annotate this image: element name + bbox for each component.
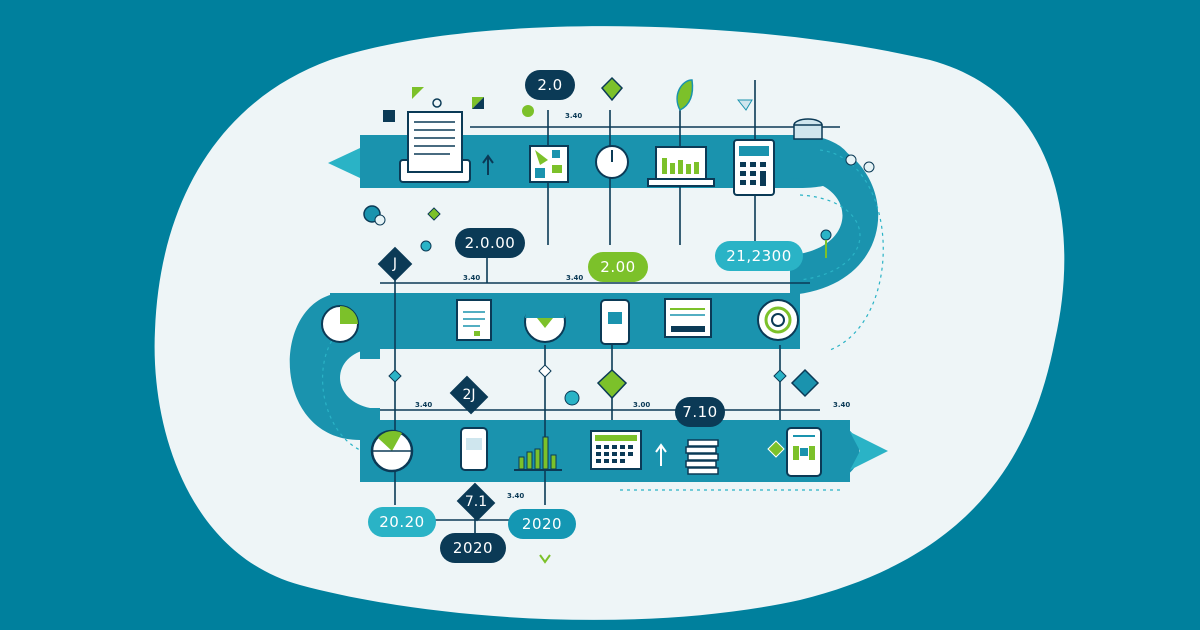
green-diamond-marker-icon bbox=[767, 440, 785, 458]
diamond-label: 7.1 bbox=[464, 494, 488, 510]
tiny-label: 3.40 bbox=[415, 401, 433, 409]
calendar-keyboard-icon bbox=[590, 430, 642, 470]
laptop-bar-chart-icon bbox=[647, 146, 715, 187]
arrow-up-icon-2 bbox=[655, 443, 667, 466]
value-pill-row1-green: 2.00 bbox=[588, 252, 648, 282]
database-stack-icon bbox=[793, 118, 823, 140]
diamond-marker-left: J bbox=[378, 247, 412, 281]
pie-chart-icon bbox=[321, 305, 359, 343]
pie-dial-icon bbox=[524, 298, 566, 343]
donut-target-icon bbox=[757, 299, 799, 341]
dashboard-board-icon bbox=[529, 145, 569, 183]
monitor-form-icon bbox=[664, 298, 712, 338]
tiny-label: 3.40 bbox=[833, 401, 851, 409]
tiny-label: 3.40 bbox=[463, 274, 481, 282]
smartphone-icon-2 bbox=[460, 427, 488, 471]
clipboard-icon bbox=[456, 299, 492, 341]
calculator-icon bbox=[733, 139, 775, 196]
clock-icon bbox=[595, 145, 629, 179]
arrow-up-icon bbox=[482, 154, 494, 175]
coin-stack-icon bbox=[685, 439, 719, 475]
bar-chart-icon bbox=[514, 436, 562, 471]
value-pill-bottom-right: 2020 bbox=[508, 509, 576, 539]
mobile-app-icon bbox=[786, 427, 822, 477]
tablet-document-icon bbox=[399, 111, 471, 183]
road-row-2 bbox=[289, 293, 800, 440]
tiny-label: 3.40 bbox=[507, 492, 525, 500]
tiny-label: 3.40 bbox=[565, 112, 583, 120]
tiny-label: 3.40 bbox=[566, 274, 584, 282]
value-pill-bottom-left: 20.20 bbox=[368, 507, 436, 537]
diamond-label: J bbox=[392, 256, 398, 272]
tiny-label: 3.00 bbox=[633, 401, 651, 409]
diamond-marker-bottom: 7.1 bbox=[456, 484, 496, 520]
value-pill-row1-teal: 21,2300 bbox=[715, 241, 803, 271]
diamond-label: 2J bbox=[462, 387, 476, 403]
pie-chart-icon-2 bbox=[370, 429, 414, 473]
version-pill-top: 2.0 bbox=[525, 70, 575, 100]
decorative-elements bbox=[363, 76, 875, 564]
smartphone-icon bbox=[600, 299, 630, 345]
diamond-marker-mid: 2J bbox=[448, 378, 490, 412]
value-pill-bottom-center: 2020 bbox=[440, 533, 506, 563]
value-pill-row1-dark: 2.0.00 bbox=[455, 228, 525, 258]
value-pill-row3: 7.10 bbox=[675, 397, 725, 427]
